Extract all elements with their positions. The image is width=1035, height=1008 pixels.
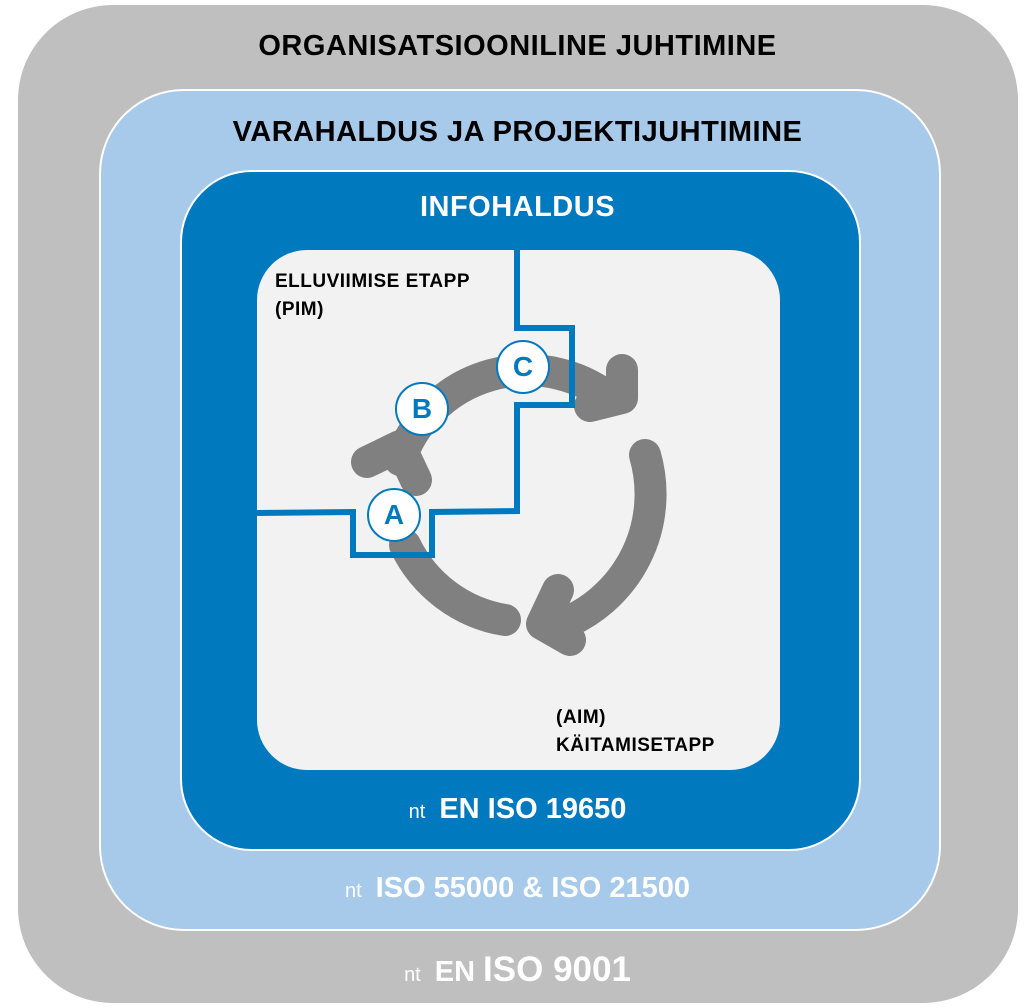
arrowhead-right [526,574,586,656]
information-standard: nt EN ISO 19650 [0,793,1035,826]
delivery-phase-label: ELLUVIIMISE ETAPP (PIM) [275,268,470,324]
arrowhead-top [574,354,638,422]
arrowhead-bottom [351,430,432,496]
organizational-standard-prefix: nt [404,964,421,986]
organizational-title: ORGANISATSIOONILINE JUHTIMINE [258,30,777,62]
operational-phase-label: (AIM) KÄITAMISETAPP [556,704,715,760]
phase-boundary-line [256,250,575,558]
information-title: INFOHALDUS [419,191,616,223]
asset-project-standard-name: ISO 55000 & ISO 21500 [375,872,691,904]
information-standard-name: EN ISO 19650 [439,793,627,825]
cycle-arrow-right [544,439,667,641]
operational-phase-line1: (AIM) [556,707,606,728]
organizational-standard-en: EN [434,956,476,988]
asset-project-standard-prefix: nt [344,880,362,902]
information-standard-prefix: nt [408,801,426,823]
marker-a: A [367,488,421,542]
operational-phase-line2: KÄITAMISETAPP [556,735,715,756]
cycle-arrow-bottom [389,529,521,636]
delivery-phase-line2: (PIM) [275,299,324,320]
marker-c: C [496,340,550,394]
asset-project-title: VARAHALDUS JA PROJEKTIJUHTIMINE [232,116,803,148]
delivery-phase-line1: ELLUVIIMISE ETAPP [275,271,471,292]
organizational-standard-name: ISO 9001 [483,950,631,989]
marker-b: B [395,382,449,436]
asset-project-standard: nt ISO 55000 & ISO 21500 [0,872,1035,905]
